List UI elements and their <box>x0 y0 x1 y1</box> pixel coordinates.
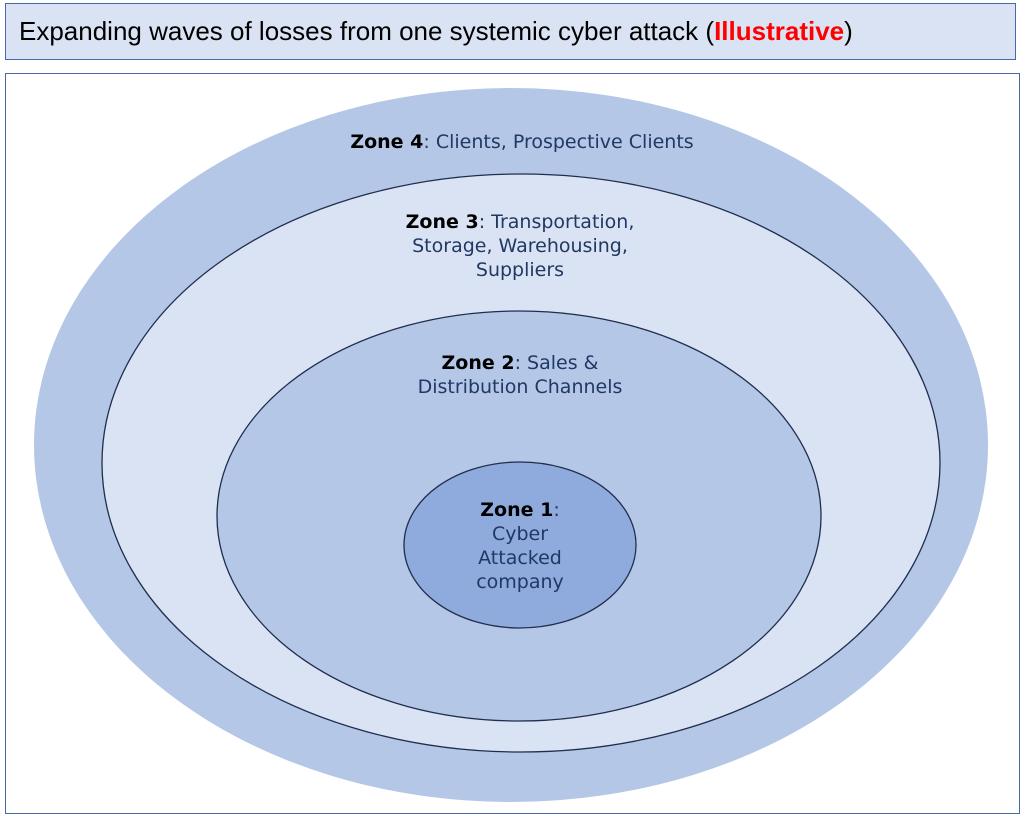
zone-3-desc-line: Transportation, <box>491 211 635 233</box>
zone-4-name: Zone 4 <box>350 131 424 153</box>
zone-2-desc-line: Distribution Channels <box>417 376 623 398</box>
zone-3-label: Zone 3: Transportation, Storage, Warehou… <box>405 211 635 281</box>
zone-2-name: Zone 2 <box>441 352 515 374</box>
zone-1-ellipse <box>403 461 637 629</box>
zone-1-name: Zone 1 <box>480 499 554 521</box>
zone-1-desc-line: company <box>476 571 564 593</box>
zone-1-desc-line: Attacked <box>478 547 562 569</box>
zone-2-desc-line: Sales & <box>527 352 599 374</box>
zone-3-name: Zone 3 <box>405 211 479 233</box>
zone-2-label: Zone 2: Sales & Distribution Channels <box>417 352 623 398</box>
zone-3-desc-line: Storage, Warehousing, <box>412 235 628 257</box>
title-box: Expanding waves of losses from one syste… <box>5 3 1016 60</box>
zone-1-label: Zone 1: Cyber Attacked company <box>476 499 564 593</box>
title-text: Expanding waves of losses from one syste… <box>19 16 715 46</box>
zone-3-desc-line: Suppliers <box>475 259 565 281</box>
zone-4-label: Zone 4: Clients, Prospective Clients <box>350 131 694 153</box>
title-close: ) <box>844 16 853 46</box>
title-highlight: Illustrative <box>714 16 845 46</box>
zone-1-desc-line: Cyber <box>491 523 549 545</box>
zone-4-desc: Clients, Prospective Clients <box>435 131 694 153</box>
